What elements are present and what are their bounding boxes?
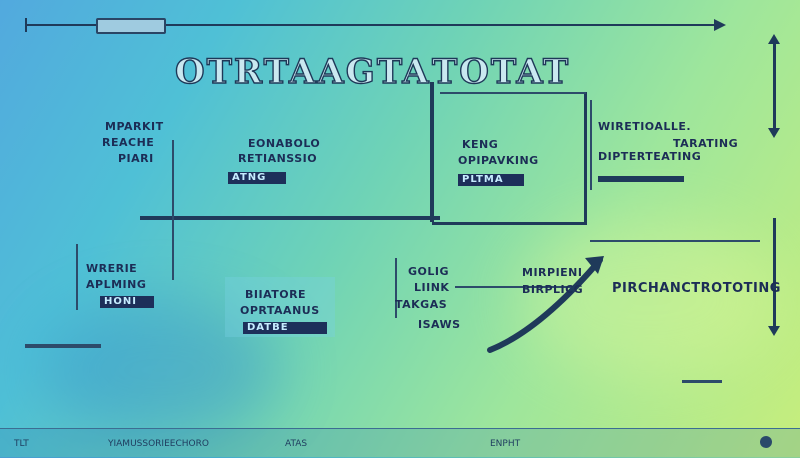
top-arrow-icon [714,19,726,31]
status-right: ENPHT [490,439,521,449]
diagram-title-right: TOTAT [431,51,571,92]
box-c-line-1: KENG [462,138,499,151]
box-f-line-2: OPRTAANUS [240,304,320,317]
box-a-line-1: MPARKIT [105,120,164,133]
bottom-right-stub [682,380,722,383]
box-g-line-2: LIINK [414,281,450,294]
box-b-chip[interactable]: ATNG [228,172,286,184]
box-a-line-3: PIARI [118,152,154,165]
box-d-line-1: WIRETIOALLE. [598,120,692,133]
right-rail-top [773,40,776,130]
box-e-line-2: APLMING [86,278,147,291]
background-glow [40,300,280,440]
box-i-label: PIRCHANCTROTOTING [612,281,781,296]
mid-vertical [395,258,397,318]
status-bar: TLT YIAMUSSORIEECHORO ATAS ENPHT [0,428,800,458]
left-vertical [172,140,174,280]
diagram-title-left: OTRTAAGTA [174,51,431,92]
box-b-line-1: EONABOLO [248,137,321,150]
box-c-line-2: OPIPAVKING [458,154,539,167]
box-d-underline [598,176,684,182]
main-trunk [430,82,434,222]
left-stub [25,344,101,348]
right-arrow-up-icon [768,34,780,44]
status-left: TLT [14,439,29,449]
box-f-chip[interactable]: DATBE [243,322,327,334]
box-d-line-2: DIPTERTEATING [598,150,702,163]
box-h-line-2: BIRPLICG [522,283,584,296]
gear-icon[interactable] [760,436,772,448]
side-connector [584,92,587,224]
box-e-line-1: WRERIE [86,262,138,275]
right-panel-line [590,100,592,190]
box-b-line-2: RETIANSSIO [238,152,318,165]
box-h-line-1: MIRPIENI [522,266,583,279]
main-flow-line-right [432,222,587,225]
box-a-line-2: REACHE [102,136,155,149]
mid-link [455,286,575,288]
branch-bottom [590,240,760,242]
main-flow-line [140,216,440,220]
branch-right [440,92,586,94]
right-rail-bottom [773,218,776,330]
right-arrow-down-icon [768,326,780,336]
box-e-chip[interactable]: HONI [100,296,154,308]
box-c-chip[interactable]: PLTMA [458,174,524,186]
top-left-marker [25,18,27,32]
box-j-label: TARATING [673,137,739,150]
swoosh-arrow [487,256,604,353]
box-g-line-4: ISAWS [418,318,461,331]
box-g-line-3: TAKGAS [395,298,448,311]
top-slider-handle[interactable] [96,18,166,34]
top-rail [25,24,715,26]
right-arrow-down-icon [768,128,780,138]
status-center-left: YIAMUSSORIEECHORO [108,439,209,449]
status-center: ATAS [285,439,308,449]
box-f-line-1: BIIATORE [245,288,307,301]
box-g-line-1: GOLIG [408,265,450,278]
left-bracket [76,244,78,310]
